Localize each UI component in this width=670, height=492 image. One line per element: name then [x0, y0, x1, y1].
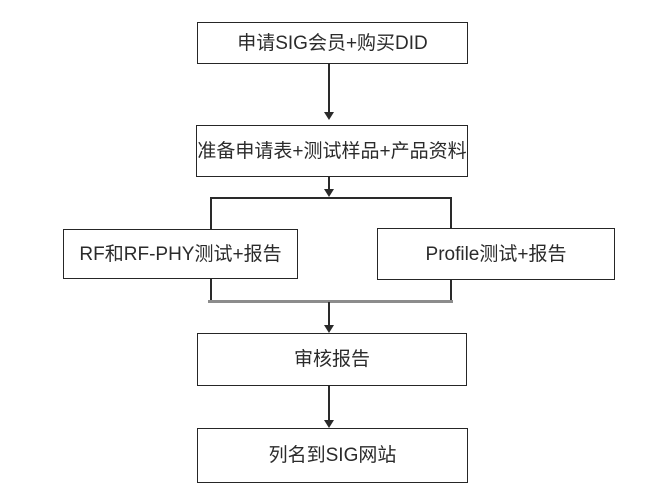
- node-apply-sig-member-label: 申请SIG会员+购买DID: [237, 32, 428, 54]
- connector-merge-to-review: [328, 302, 330, 325]
- node-prepare-materials: 准备申请表+测试样品+产品资料: [196, 125, 468, 177]
- node-rf-phy-test-label: RF和RF-PHY测试+报告: [79, 243, 282, 265]
- node-rf-phy-test: RF和RF-PHY测试+报告: [63, 229, 298, 279]
- node-review-report-label: 审核报告: [293, 349, 370, 370]
- arrowhead-down-icon: [324, 325, 334, 333]
- node-review-report: 审核报告: [197, 333, 467, 386]
- connector-review-to-listing: [328, 386, 330, 420]
- arrowhead-down-icon: [324, 420, 334, 428]
- arrowhead-down-icon: [324, 189, 334, 197]
- node-list-on-sig-site: 列名到SIG网站: [197, 428, 468, 483]
- merge-bar-line: [208, 300, 453, 303]
- node-list-on-sig-site-label: 列名到SIG网站: [268, 445, 397, 466]
- node-profile-test-label: Profile测试+报告: [425, 243, 567, 265]
- node-apply-sig-member: 申请SIG会员+购买DID: [197, 22, 468, 64]
- node-profile-test: Profile测试+报告: [377, 228, 615, 280]
- connector-prepare-to-branch: [328, 177, 330, 190]
- node-prepare-materials-label: 准备申请表+测试样品+产品资料: [197, 140, 467, 162]
- arrowhead-down-icon: [324, 112, 334, 120]
- branch-frame-top-line: [210, 197, 451, 199]
- connector-apply-to-prepare: [328, 64, 330, 114]
